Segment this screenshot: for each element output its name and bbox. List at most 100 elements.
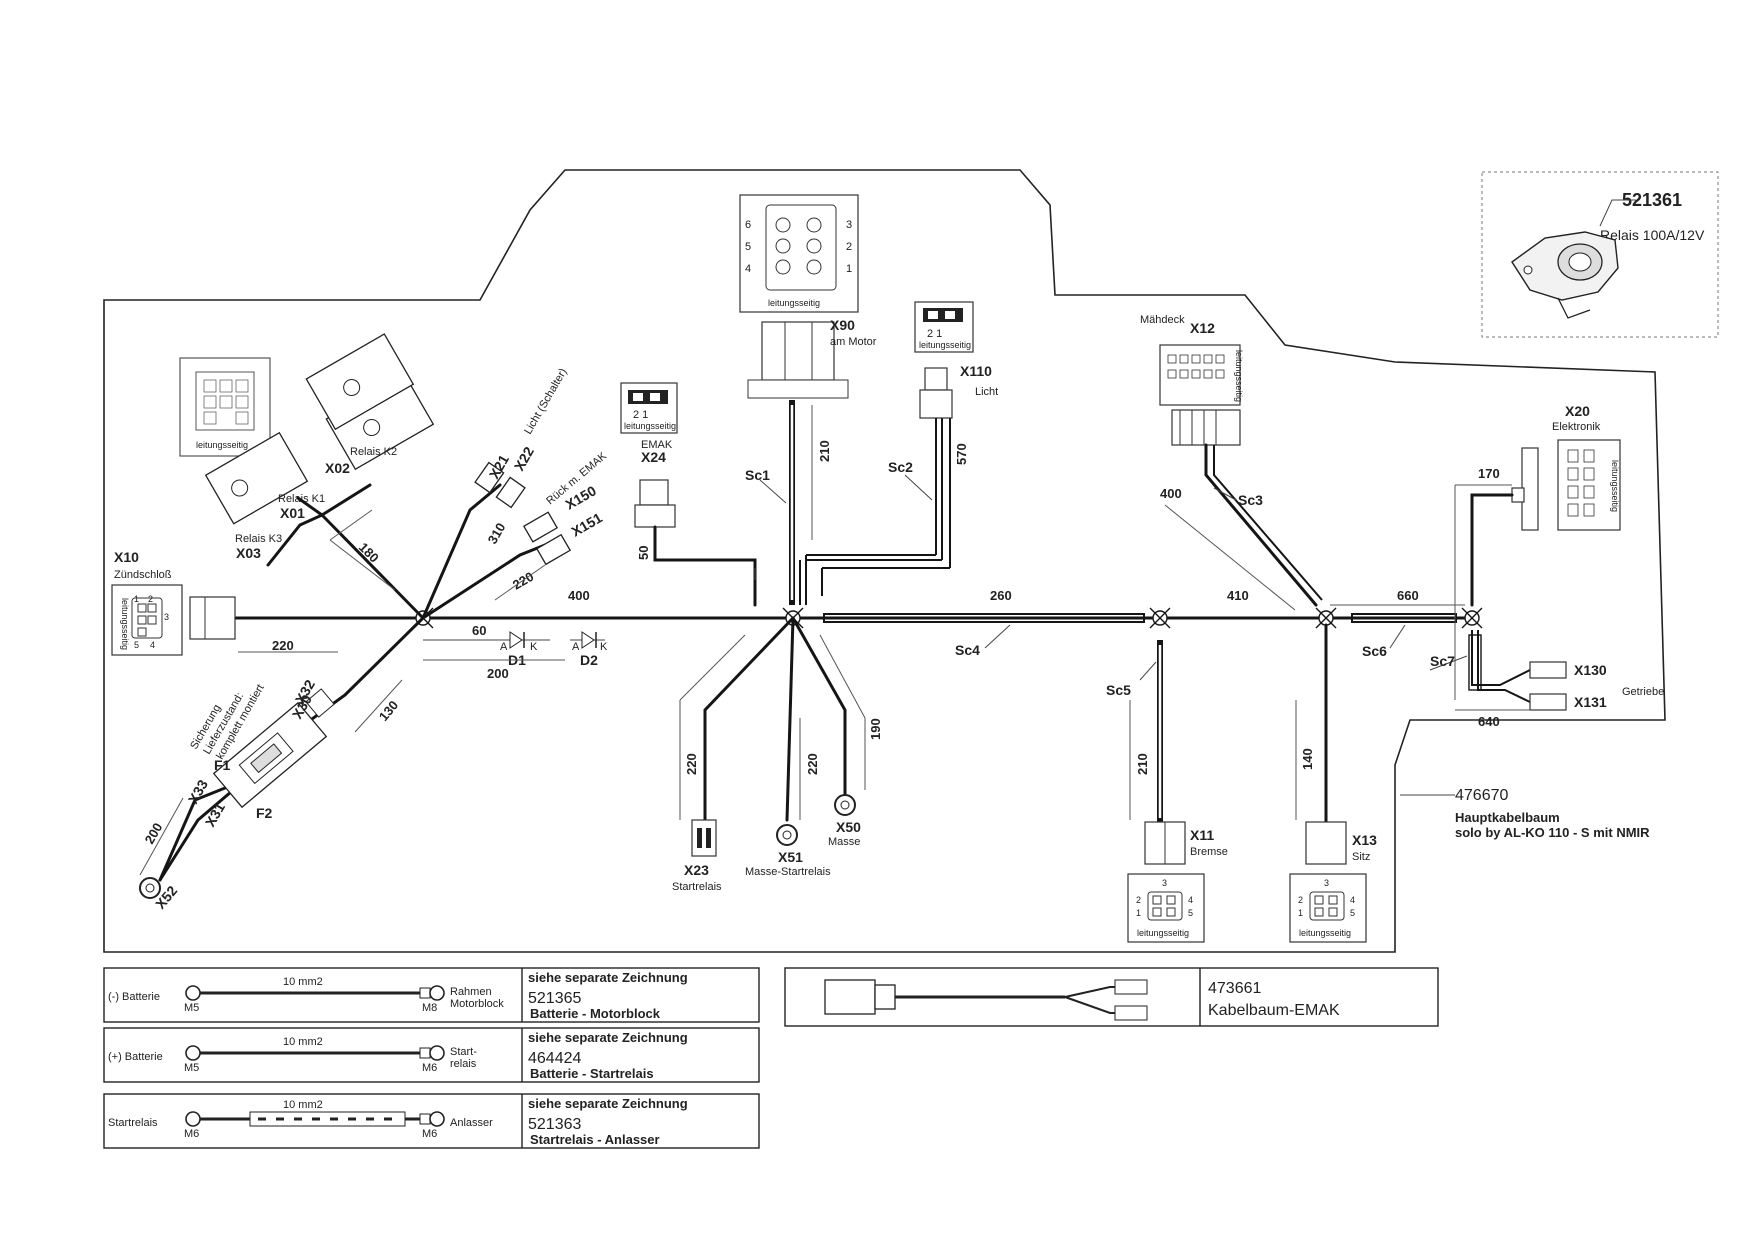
svg-text:5: 5	[745, 241, 751, 253]
svg-text:EMAK: EMAK	[641, 439, 673, 451]
svg-text:Sc5: Sc5	[1106, 682, 1131, 698]
main-harness-model: solo by AL-KO 110 - S mit NMIR	[1455, 825, 1650, 840]
svg-text:Startrelais: Startrelais	[108, 1117, 158, 1129]
svg-text:Mähdeck: Mähdeck	[1140, 314, 1185, 326]
svg-text:220: 220	[684, 753, 699, 775]
connector-x24: 2 1 leitungsseitig EMAK X24 50	[620, 382, 757, 607]
svg-text:Sc7: Sc7	[1430, 653, 1455, 669]
svg-text:Sc4: Sc4	[955, 642, 980, 658]
sleeve-sc4-sc6: Sc4 Sc6	[955, 624, 1406, 659]
connector-x51: 220 X51 Masse-Startrelais	[745, 616, 831, 878]
svg-text:M6: M6	[422, 1062, 437, 1074]
svg-text:Masse-Startrelais: Masse-Startrelais	[745, 866, 831, 878]
svg-text:60: 60	[472, 623, 486, 638]
svg-text:210: 210	[1135, 753, 1150, 775]
svg-text:2: 2	[846, 241, 852, 253]
svg-text:521363: 521363	[528, 1116, 581, 1133]
connector-x10: X10 Zündschloß 2 1 3 4 5 leitungsseitig …	[111, 549, 338, 656]
x131-label: X131	[1574, 694, 1607, 710]
svg-text:F1: F1	[214, 757, 231, 773]
svg-text:Batterie - Motorblock: Batterie - Motorblock	[530, 1006, 661, 1021]
svg-text:660: 660	[1397, 588, 1419, 603]
x51-label: X51	[778, 849, 803, 865]
svg-text:130: 130	[376, 698, 401, 724]
cable-row-1: (-) Batterie 10 mm2 M5 M8 Rahmen Motorbl…	[103, 967, 760, 1023]
svg-text:2: 2	[148, 594, 153, 604]
emak-harness-number: 473661	[1208, 980, 1261, 997]
relay-part-number: 521361	[1622, 190, 1682, 210]
svg-text:Rahmen: Rahmen	[450, 986, 492, 998]
svg-text:leitungsseitig: leitungsseitig	[624, 421, 676, 431]
relay-part-description: Relais 100A/12V	[1600, 227, 1705, 243]
svg-text:5: 5	[1350, 908, 1355, 918]
cable-row-3: Startrelais 10 mm2 M6 M6 Anlasser siehe …	[103, 1093, 760, 1149]
svg-text:Batterie - Startrelais: Batterie - Startrelais	[530, 1066, 654, 1081]
svg-text:siehe separate Zeichnung: siehe separate Zeichnung	[528, 1030, 688, 1045]
connector-x50: 190 X50 Masse	[791, 616, 883, 848]
svg-text:6: 6	[745, 219, 751, 231]
svg-text:leitungsseitig: leitungsseitig	[919, 340, 971, 350]
svg-text:260: 260	[990, 588, 1012, 603]
svg-text:Startrelais - Anlasser: Startrelais - Anlasser	[530, 1132, 660, 1147]
svg-text:Relais K2: Relais K2	[350, 446, 397, 458]
trunk-dimensions: 400 260 410 660	[568, 588, 1465, 606]
connector-x11: Sc5 210 X11 Bremse 3 2 1 4 5 leitungssei…	[1106, 640, 1228, 943]
svg-text:400: 400	[568, 588, 590, 603]
svg-text:relais: relais	[450, 1058, 477, 1070]
svg-text:180: 180	[356, 540, 382, 566]
svg-text:X01: X01	[280, 505, 305, 521]
x130-label: X130	[1574, 662, 1607, 678]
svg-text:4: 4	[1350, 895, 1355, 905]
svg-text:X03: X03	[236, 545, 261, 561]
x90-label: X90	[830, 317, 855, 333]
connector-x12: Mähdeck X12 leitungsseitig Sc3 400	[1140, 314, 1323, 611]
svg-text:640: 640	[1478, 714, 1500, 729]
svg-text:3: 3	[1162, 878, 1167, 888]
svg-text:leitungsseitig: leitungsseitig	[120, 598, 130, 650]
emak-harness: 473661 Kabelbaum-EMAK	[784, 967, 1439, 1027]
svg-text:Masse: Masse	[828, 836, 860, 848]
svg-text:4: 4	[745, 263, 751, 275]
svg-text:1: 1	[846, 263, 852, 275]
x10-label: X10	[114, 549, 139, 565]
svg-text:X31: X31	[202, 800, 228, 830]
svg-text:200: 200	[487, 666, 509, 681]
svg-text:170: 170	[1478, 466, 1500, 481]
svg-text:leitungsseitig: leitungsseitig	[1610, 460, 1620, 512]
x12-label: X12	[1190, 320, 1215, 336]
svg-text:10 mm2: 10 mm2	[283, 1036, 323, 1048]
svg-text:A: A	[572, 641, 580, 653]
svg-text:Sc2: Sc2	[888, 459, 913, 475]
svg-text:220: 220	[805, 753, 820, 775]
svg-text:K: K	[600, 641, 608, 653]
svg-text:50: 50	[636, 546, 651, 560]
svg-text:X22: X22	[511, 444, 537, 474]
svg-text:Getriebe: Getriebe	[1622, 686, 1664, 698]
svg-text:K: K	[530, 641, 538, 653]
svg-text:10 mm2: 10 mm2	[283, 1099, 323, 1111]
svg-text:siehe separate Zeichnung: siehe separate Zeichnung	[528, 970, 688, 985]
svg-text:Bremse: Bremse	[1190, 846, 1228, 858]
emak-harness-name: Kabelbaum-EMAK	[1208, 1002, 1340, 1019]
svg-text:464424: 464424	[528, 1050, 581, 1067]
diode-d1: A K D1 60	[423, 623, 550, 668]
svg-text:leitungsseitig: leitungsseitig	[1137, 928, 1189, 938]
connector-x21-x22: X21 X22 Licht (Schalter) 310	[421, 366, 570, 620]
svg-text:200: 200	[142, 820, 166, 846]
svg-text:1: 1	[1298, 908, 1303, 918]
svg-text:Licht: Licht	[975, 386, 998, 398]
svg-text:4: 4	[150, 640, 155, 650]
svg-text:2: 2	[1298, 895, 1303, 905]
svg-text:M6: M6	[422, 1128, 437, 1140]
connector-x23: 220 X23 Startrelais	[672, 616, 795, 893]
svg-text:220: 220	[272, 638, 294, 653]
svg-text:190: 190	[868, 718, 883, 740]
svg-text:Sitz: Sitz	[1352, 851, 1370, 863]
svg-text:2 1: 2 1	[633, 409, 648, 421]
svg-text:(-) Batterie: (-) Batterie	[108, 991, 160, 1003]
svg-text:M8: M8	[422, 1002, 437, 1014]
cable-row-2: (+) Batterie 10 mm2 M5 M6 Start- relais …	[103, 1027, 760, 1083]
svg-text:5: 5	[134, 640, 139, 650]
x20-label: X20	[1565, 403, 1590, 419]
